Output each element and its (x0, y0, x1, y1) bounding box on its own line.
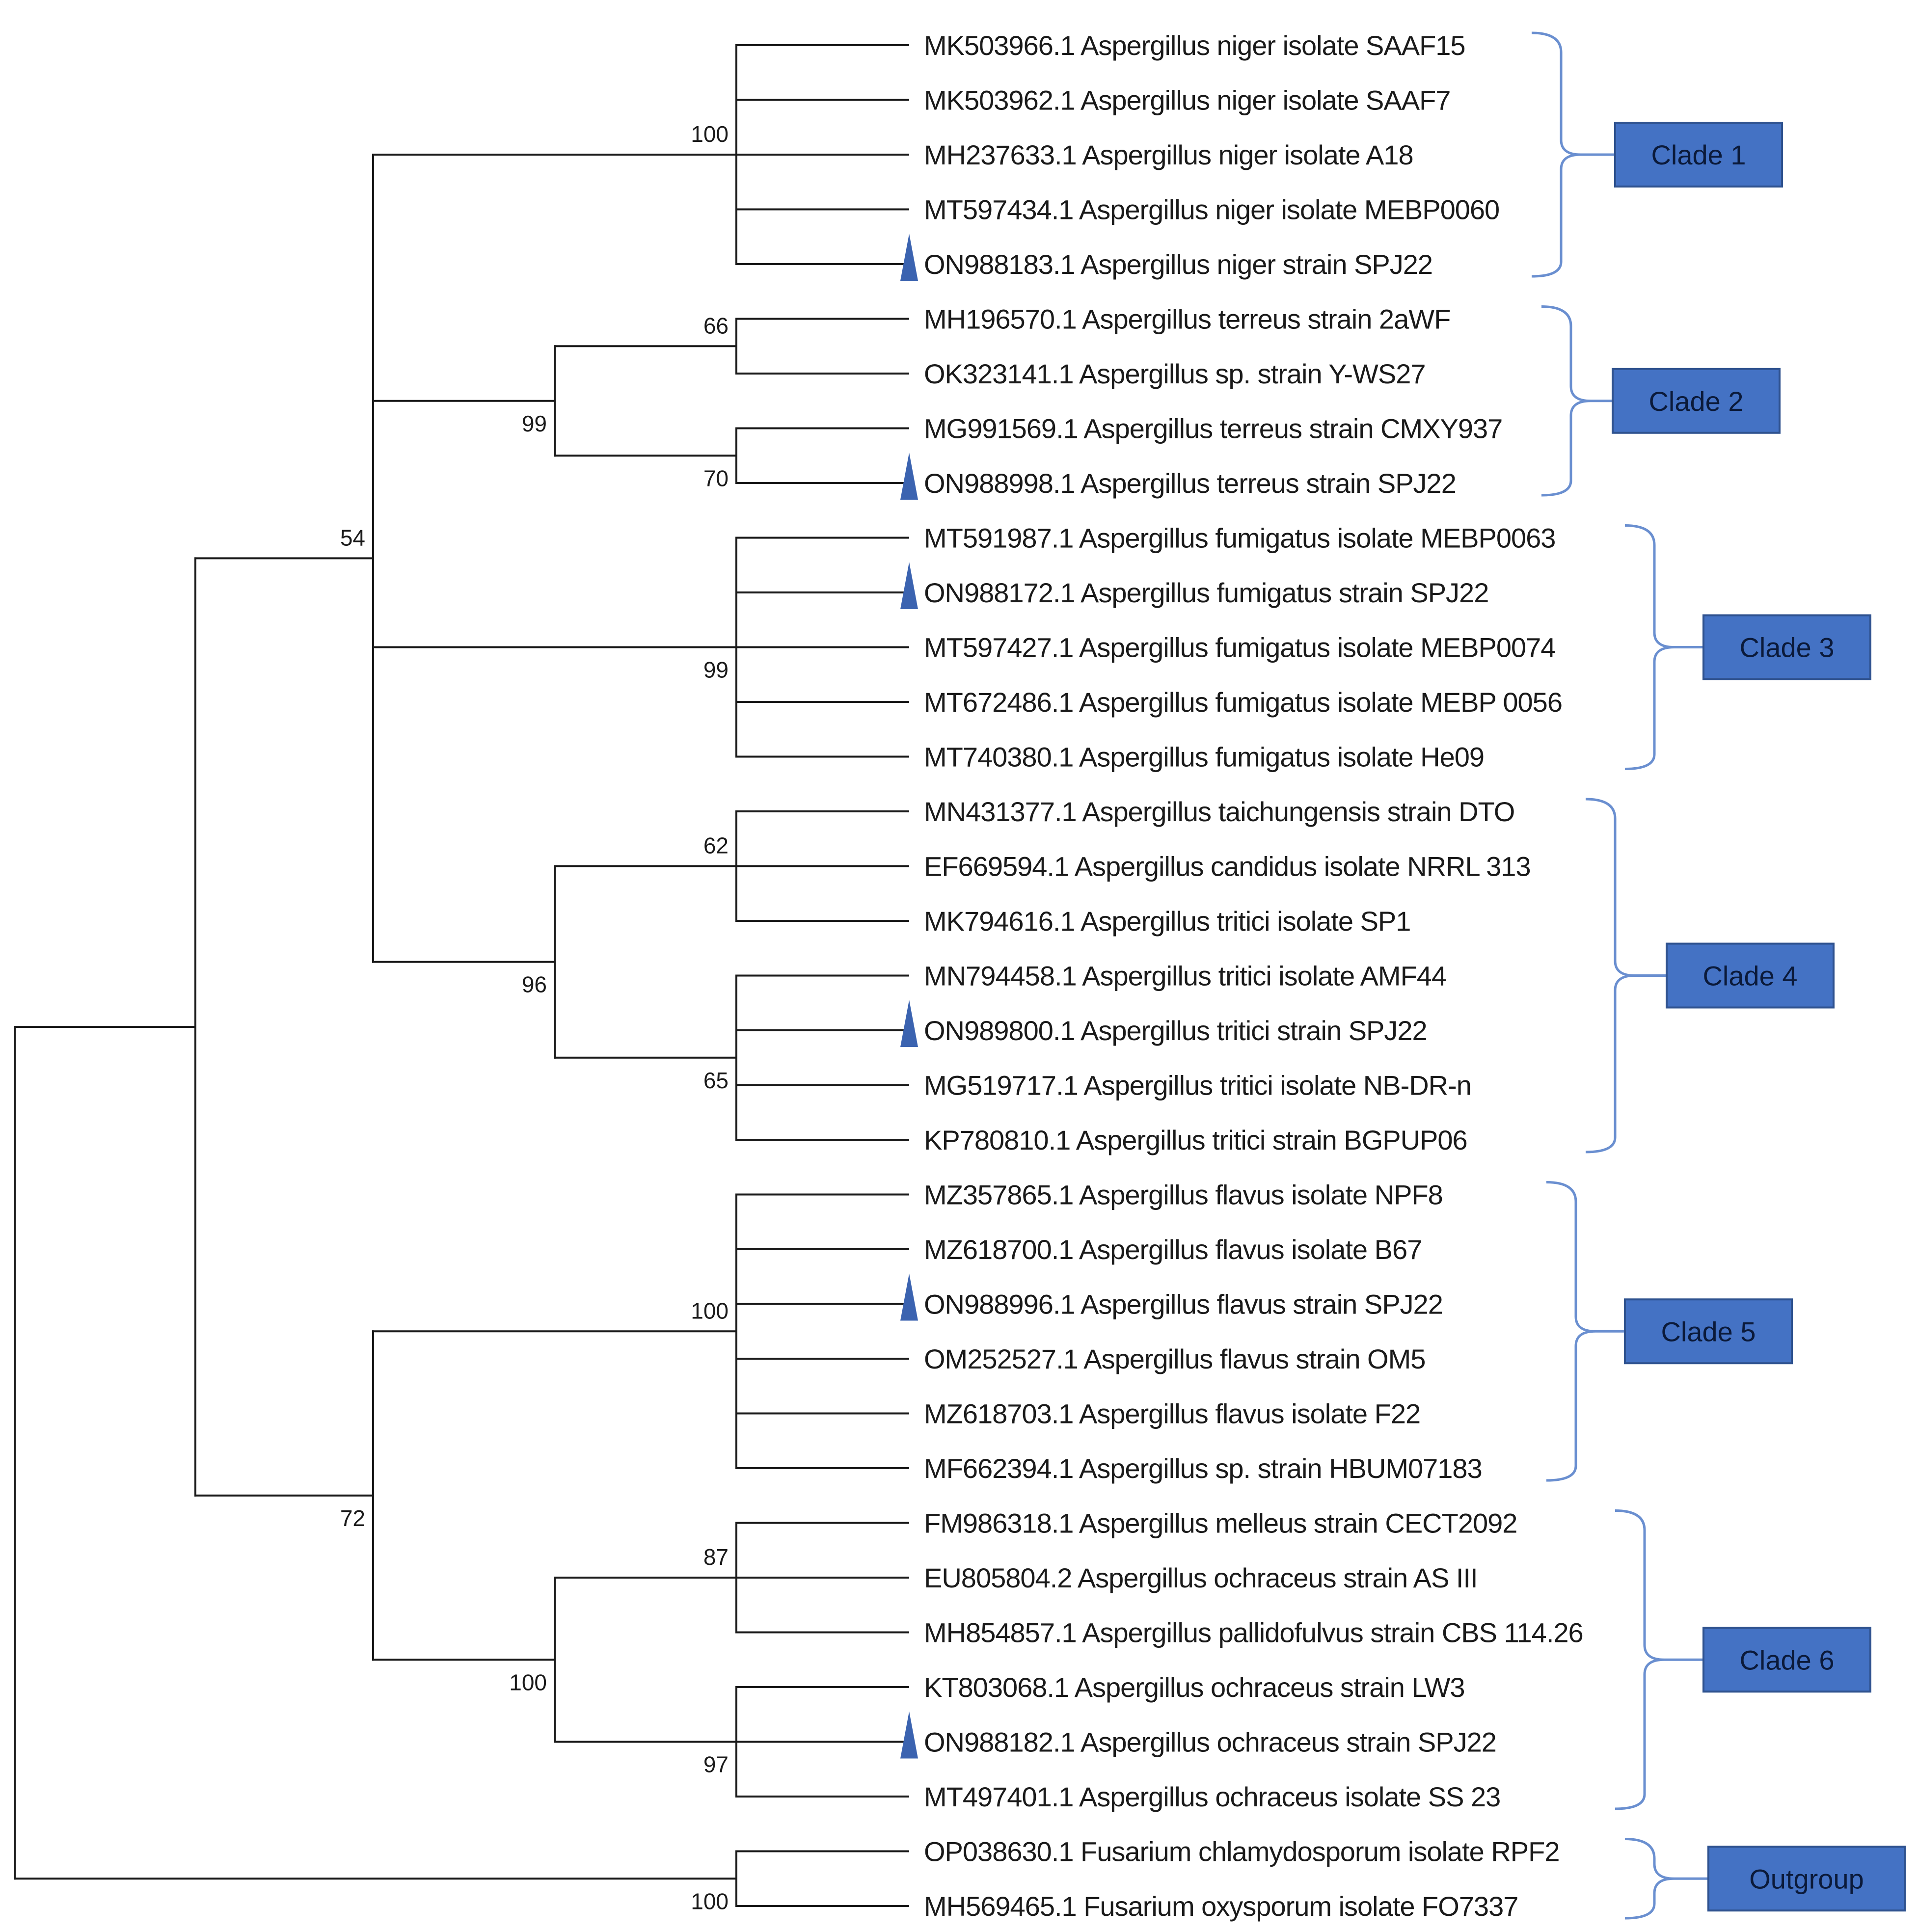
taxon-label: MZ618703.1 Aspergillus flavus isolate F2… (924, 1398, 1420, 1429)
clade-box (1614, 122, 1783, 188)
highlight-markers (900, 234, 918, 1759)
bootstrap-label: 54 (340, 525, 365, 550)
taxon-label: MZ618700.1 Aspergillus flavus isolate B6… (924, 1234, 1422, 1265)
highlight-marker-icon (900, 234, 918, 281)
clade-bracket (1615, 1509, 1665, 1810)
bootstrap-label: 100 (509, 1669, 547, 1695)
taxon-label: MK503962.1 Aspergillus niger isolate SAA… (924, 85, 1450, 116)
highlight-marker-icon (900, 453, 918, 500)
taxon-label: OM252527.1 Aspergillus flavus strain OM5 (924, 1343, 1425, 1374)
bootstrap-label: 66 (703, 313, 729, 338)
clade-bracket (1546, 1181, 1596, 1482)
taxon-label: MK794616.1 Aspergillus tritici isolate S… (924, 906, 1410, 937)
clade-bracket (1531, 31, 1581, 278)
taxon-label: MN431377.1 Aspergillus taichungensis str… (924, 796, 1514, 827)
taxon-label: MT672486.1 Aspergillus fumigatus isolate… (924, 687, 1562, 718)
bootstrap-label: 97 (703, 1752, 729, 1777)
highlight-marker-icon (900, 1711, 918, 1759)
taxon-label: MG991569.1 Aspergillus terreus strain CM… (924, 413, 1502, 444)
bootstrap-label: 62 (703, 833, 729, 859)
clade-box (1612, 368, 1781, 434)
clade-label: Outgroup (1749, 1863, 1864, 1894)
taxon-label: ON988182.1 Aspergillus ochraceus strain … (924, 1727, 1496, 1758)
clade-box (1624, 1298, 1793, 1365)
bootstrap-labels: 100 66 99 70 54 99 62 96 65 100 72 87 100 97 100 (340, 121, 729, 1914)
highlight-marker-icon (900, 562, 918, 609)
taxon-label: KT803068.1 Aspergillus ochraceus strain … (924, 1672, 1464, 1703)
clade-bracket (1541, 305, 1591, 497)
clade-bracket (1624, 524, 1675, 770)
taxon-label: MH196570.1 Aspergillus terreus strain 2a… (924, 304, 1450, 335)
taxon-label: ON988183.1 Aspergillus niger strain SPJ2… (924, 249, 1432, 280)
taxon-label: MT591987.1 Aspergillus fumigatus isolate… (924, 523, 1555, 554)
bootstrap-label: 96 (522, 972, 547, 997)
bootstrap-label: 100 (691, 1298, 729, 1323)
bootstrap-label: 99 (703, 657, 729, 683)
taxon-label: MN794458.1 Aspergillus tritici isolate A… (924, 961, 1446, 992)
clade-bracket (1585, 798, 1635, 1154)
clade-box (1702, 1627, 1871, 1693)
bootstrap-label: 99 (522, 411, 547, 436)
taxon-label: MH569465.1 Fusarium oxysporum isolate FO… (924, 1891, 1518, 1922)
clade-label: Clade 4 (1702, 961, 1797, 992)
clade-label: Clade 3 (1739, 632, 1834, 663)
highlight-marker-icon (900, 1000, 918, 1047)
bootstrap-label: 72 (340, 1505, 365, 1531)
clade-label: Clade 5 (1661, 1316, 1756, 1347)
taxon-label: OP038630.1 Fusarium chlamydosporum isola… (924, 1836, 1560, 1867)
taxon-label: EF669594.1 Aspergillus candidus isolate … (924, 851, 1531, 882)
taxon-label: MT740380.1 Aspergillus fumigatus isolate… (924, 742, 1484, 773)
taxon-label: MH854857.1 Aspergillus pallidofulvus str… (924, 1617, 1583, 1648)
taxon-label: ON989800.1 Aspergillus tritici strain SP… (924, 1015, 1427, 1046)
clade-box (1702, 614, 1871, 680)
tree-branches (14, 44, 909, 1907)
clade-label: Clade 2 (1648, 386, 1743, 417)
taxon-labels: MK503966.1 Aspergillus niger isolate SAA… (924, 30, 1584, 1922)
taxon-label: KP780810.1 Aspergillus tritici strain BG… (924, 1125, 1467, 1155)
taxon-label: OK323141.1 Aspergillus sp. strain Y-WS27 (924, 358, 1426, 389)
bootstrap-label: 100 (691, 121, 729, 147)
taxon-label: MH237633.1 Aspergillus niger isolate A18 (924, 139, 1413, 170)
taxon-label: MK503966.1 Aspergillus niger isolate SAA… (924, 30, 1465, 61)
taxon-label: MF662394.1 Aspergillus sp. strain HBUM07… (924, 1453, 1482, 1484)
clade-annotations: Clade 1 Clade 2 Clade 3 Clade 4 Clade 5 Clade… (1531, 31, 1906, 1920)
taxon-label: MT597427.1 Aspergillus fumigatus isolate… (924, 632, 1555, 663)
clade-bracket (1624, 1838, 1675, 1920)
taxon-label: FM986318.1 Aspergillus melleus strain CE… (924, 1508, 1517, 1539)
taxon-label: MT597434.1 Aspergillus niger isolate MEB… (924, 194, 1499, 225)
taxon-label: ON988996.1 Aspergillus flavus strain SPJ… (924, 1289, 1443, 1320)
clade-label: Clade 6 (1739, 1644, 1834, 1675)
bootstrap-label: 100 (691, 1888, 729, 1914)
clade-label: Clade 1 (1651, 139, 1746, 170)
taxon-label: MG519717.1 Aspergillus tritici isolate N… (924, 1070, 1471, 1101)
clade-box (1707, 1846, 1906, 1912)
taxon-label: ON988998.1 Aspergillus terreus strain SP… (924, 468, 1456, 499)
taxon-label: ON988172.1 Aspergillus fumigatus strain … (924, 577, 1488, 608)
bootstrap-label: 87 (703, 1544, 729, 1570)
taxon-label: EU805804.2 Aspergillus ochraceus strain … (924, 1562, 1478, 1593)
taxon-label: MZ357865.1 Aspergillus flavus isolate NP… (924, 1180, 1443, 1210)
bootstrap-label: 70 (703, 465, 729, 491)
taxon-label: MT497401.1 Aspergillus ochraceus isolate… (924, 1781, 1500, 1812)
highlight-marker-icon (900, 1273, 918, 1321)
bootstrap-label: 65 (703, 1068, 729, 1093)
clade-box (1666, 942, 1835, 1009)
